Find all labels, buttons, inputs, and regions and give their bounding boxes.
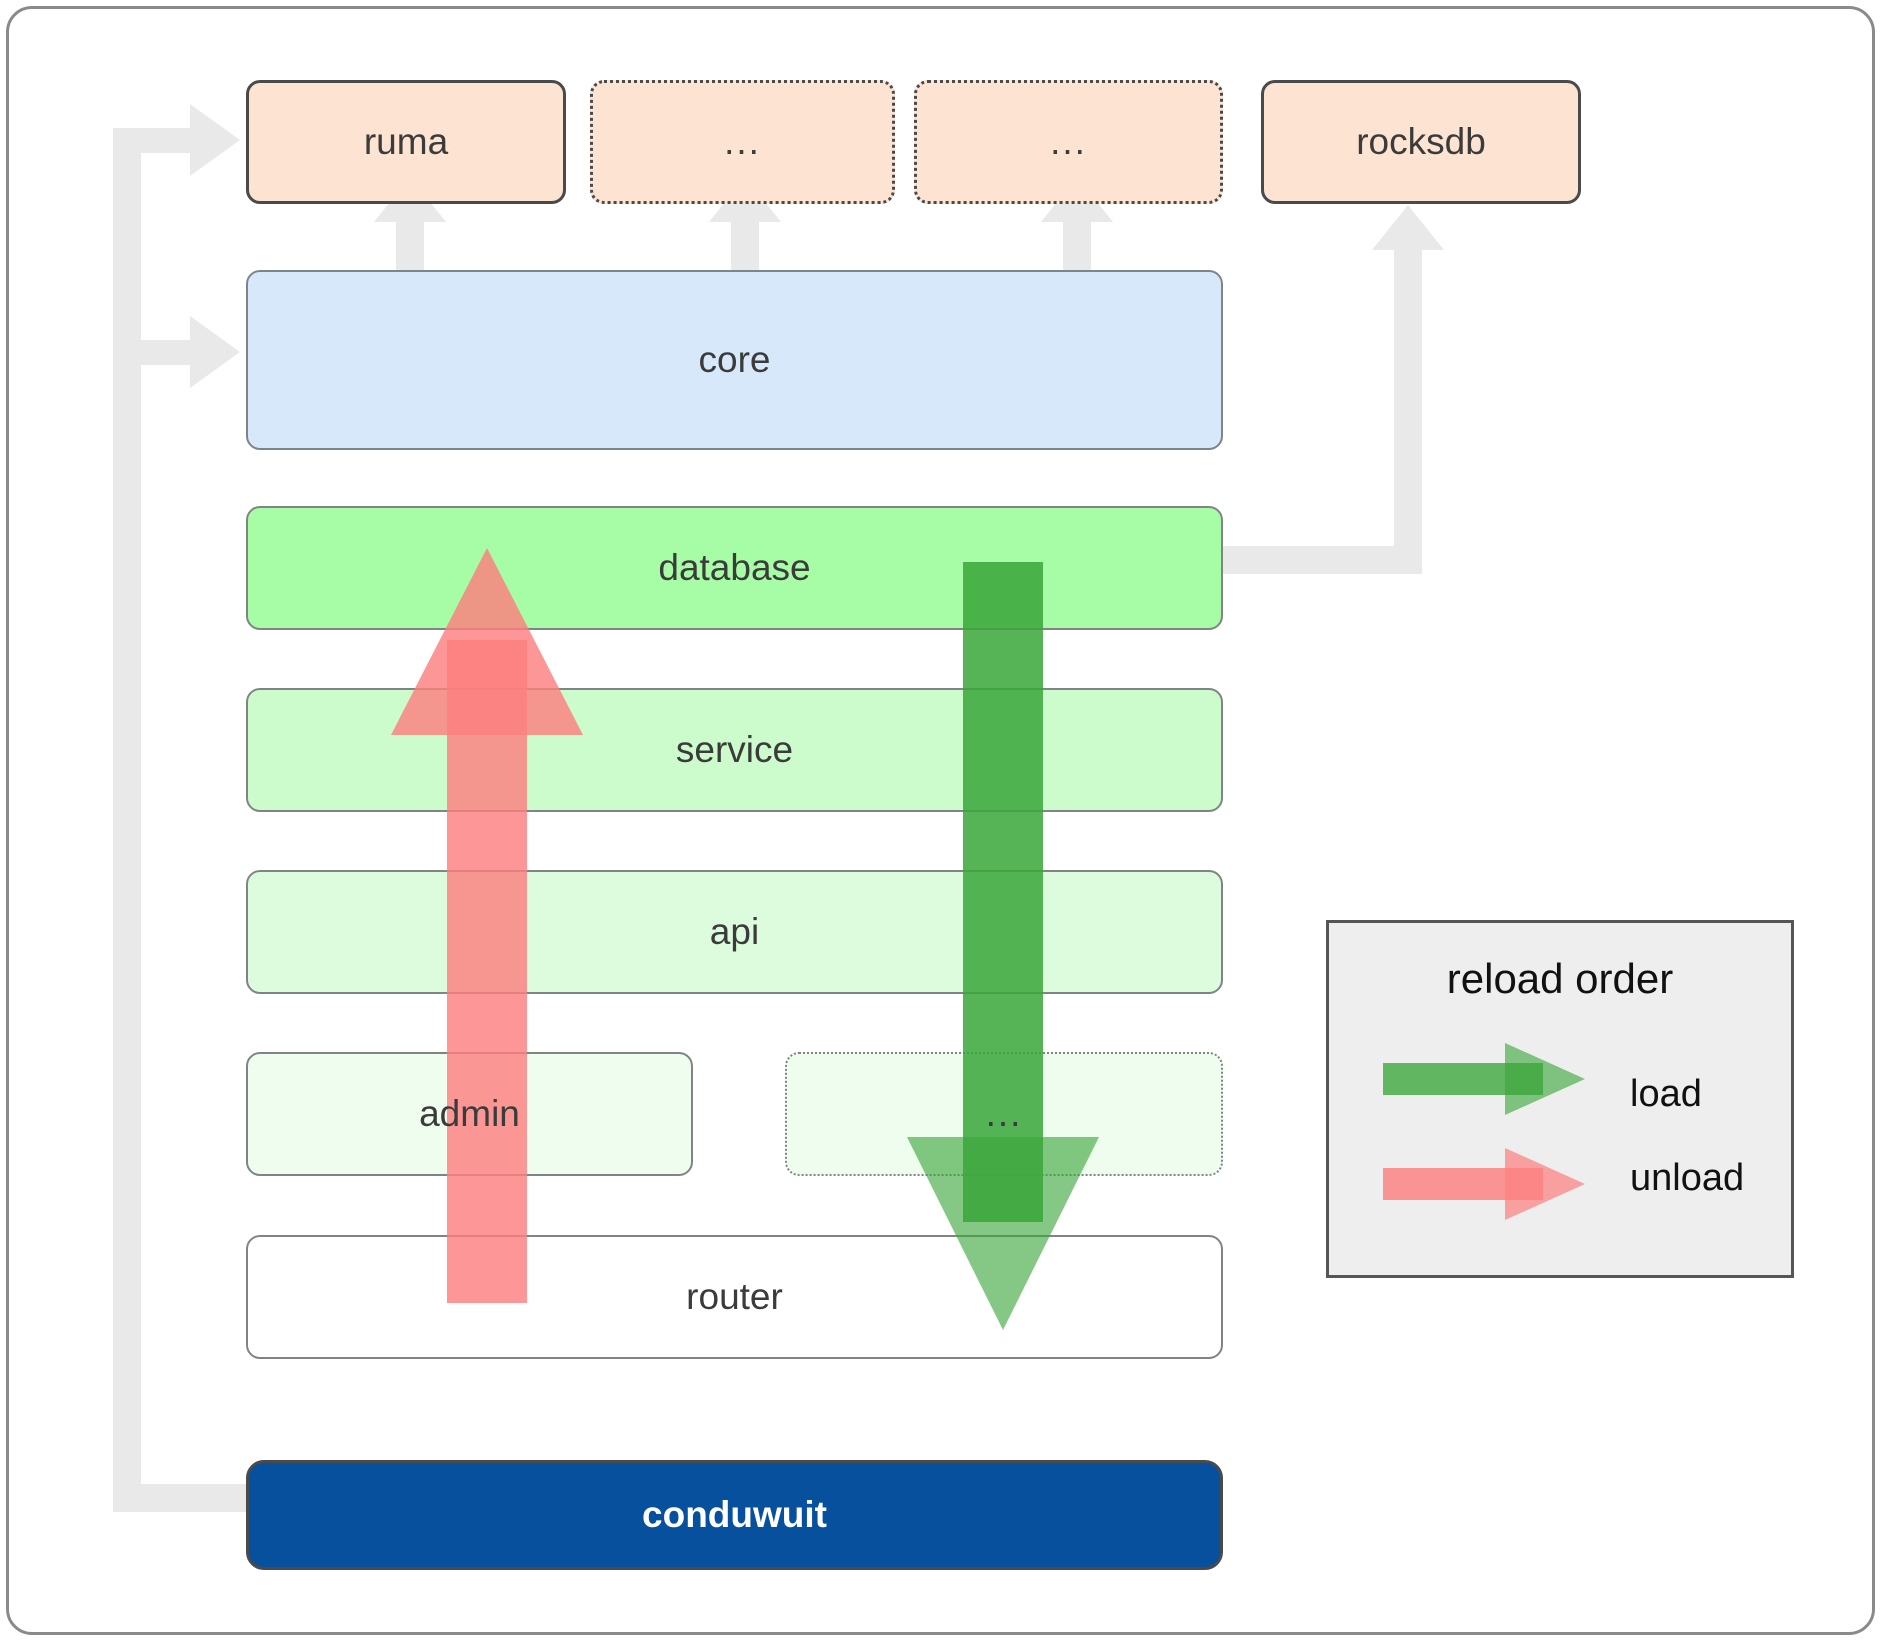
node-ellipsis-mid[interactable]: ... xyxy=(785,1052,1223,1176)
node-core[interactable]: core xyxy=(246,270,1223,450)
node-ellipsis-top-1[interactable]: ... xyxy=(590,80,895,204)
node-api-label: api xyxy=(709,911,760,952)
node-core-label: core xyxy=(698,339,771,380)
node-conduwuit[interactable]: conduwuit xyxy=(246,1460,1223,1570)
legend-item-load-label: load xyxy=(1630,1073,1702,1115)
node-ruma[interactable]: ruma xyxy=(246,80,566,204)
node-conduwuit-label: conduwuit xyxy=(642,1494,827,1535)
node-api[interactable]: api xyxy=(246,870,1223,994)
node-rocksdb[interactable]: rocksdb xyxy=(1261,80,1581,204)
node-service[interactable]: service xyxy=(246,688,1223,812)
node-database[interactable]: database xyxy=(246,506,1223,630)
node-admin[interactable]: admin xyxy=(246,1052,693,1176)
node-ellipsis-mid-label: ... xyxy=(985,1093,1023,1134)
node-rocksdb-label: rocksdb xyxy=(1356,121,1486,162)
node-router[interactable]: router xyxy=(246,1235,1223,1359)
node-router-label: router xyxy=(686,1276,783,1317)
legend-panel: reload order xyxy=(1326,920,1794,1278)
node-ellipsis-top-2-label: ... xyxy=(1050,121,1087,162)
legend-item-unload-label: unload xyxy=(1630,1157,1745,1199)
node-database-label: database xyxy=(658,547,811,588)
node-ruma-label: ruma xyxy=(363,121,449,162)
node-ellipsis-top-2[interactable]: ... xyxy=(914,80,1223,204)
diagram-frame xyxy=(6,6,1875,1635)
node-admin-label: admin xyxy=(419,1093,520,1134)
node-service-label: service xyxy=(675,729,794,770)
node-ellipsis-top-1-label: ... xyxy=(724,121,761,162)
legend-title: reload order xyxy=(1446,955,1674,1002)
